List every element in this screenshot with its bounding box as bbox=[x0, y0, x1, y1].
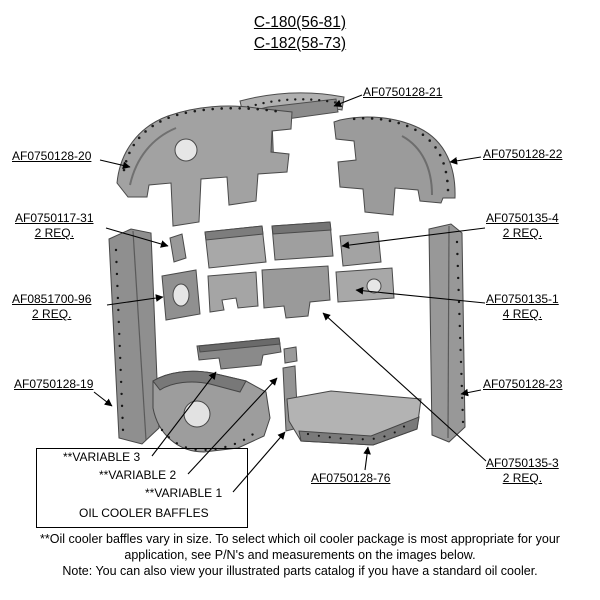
callout-af0750128-76: AF0750128-76 bbox=[311, 471, 390, 485]
part-baffle-plate-lower-right bbox=[335, 267, 395, 303]
callout-af0750128-22: AF0750128-22 bbox=[483, 147, 562, 161]
part-number-label: AF0750128-23 bbox=[483, 377, 563, 391]
quantity-required-label: 2 REQ. bbox=[34, 226, 74, 240]
part-small-clip bbox=[169, 233, 187, 263]
quantity-required-label: 4 REQ. bbox=[502, 307, 543, 321]
callout-af0750128-19: AF0750128-19 bbox=[14, 377, 93, 391]
part-number-label: AF0750128-76 bbox=[311, 471, 391, 485]
footnote-line-2: application, see P/N's and measurements … bbox=[124, 548, 476, 562]
footnote-line-1: **Oil cooler baffles vary in size. To se… bbox=[40, 532, 560, 546]
footnote-note: Note: You can also view your illustrated… bbox=[62, 564, 538, 578]
part-lower-right-panel bbox=[286, 390, 422, 446]
oil-cooler-baffles-box bbox=[36, 448, 248, 528]
diagram-title: C-180(56-81) C-182(58-73) bbox=[0, 12, 600, 54]
title-model-c182: C-182(58-73) bbox=[253, 35, 347, 52]
callout-af0750135-1: AF0750135-1 4 REQ. bbox=[486, 292, 559, 321]
callout-af0750135-4: AF0750135-4 2 REQ. bbox=[486, 211, 559, 240]
callout-af0750128-23: AF0750128-23 bbox=[483, 377, 562, 391]
quantity-required-label: 2 REQ. bbox=[502, 226, 543, 240]
part-lower-left-scoop bbox=[152, 370, 271, 453]
part-number-label: AF0750128-22 bbox=[483, 147, 563, 161]
part-right-side-rail bbox=[428, 223, 466, 443]
part-baffle-plate-upper-left bbox=[204, 225, 267, 269]
part-lower-channel bbox=[196, 337, 282, 370]
part-baffle-plate-lower-left bbox=[207, 271, 259, 313]
part-number-label: AF0750117-31 bbox=[15, 211, 94, 225]
part-small-square bbox=[283, 346, 298, 364]
variable-1-label: **VARIABLE 1 bbox=[145, 486, 223, 500]
callout-af0750128-20: AF0750128-20 bbox=[12, 149, 91, 163]
leader-lines bbox=[93, 94, 487, 493]
variable-3-label: **VARIABLE 3 bbox=[63, 450, 141, 464]
title-model-c180: C-180(56-81) bbox=[253, 14, 347, 31]
part-baffle-plate-lower-center bbox=[261, 265, 331, 319]
part-number-label: AF0750135-3 bbox=[486, 456, 559, 470]
callout-af0851700-96: AF0851700-96 2 REQ. bbox=[12, 292, 91, 321]
part-number-label: AF0750135-1 bbox=[486, 292, 559, 306]
part-number-label: AF0750135-4 bbox=[486, 211, 559, 225]
part-number-label: AF0851700-96 bbox=[12, 292, 92, 306]
part-number-label: AF0750128-21 bbox=[363, 85, 443, 99]
oil-cooler-baffles-caption: OIL COOLER BAFFLES bbox=[79, 506, 209, 520]
part-left-cowl bbox=[116, 105, 293, 227]
callout-af0750135-3: AF0750135-3 2 REQ. bbox=[486, 456, 559, 485]
part-oval-hole-bracket bbox=[161, 269, 201, 321]
variable-2-label: **VARIABLE 2 bbox=[99, 468, 177, 482]
part-right-cowl bbox=[333, 116, 456, 216]
quantity-required-label: 2 REQ. bbox=[32, 307, 72, 321]
callout-af0750117-31: AF0750117-31 2 REQ. bbox=[15, 211, 94, 240]
part-baffle-plate-upper-center bbox=[271, 221, 334, 261]
callout-af0750128-21: AF0750128-21 bbox=[363, 85, 442, 99]
part-number-label: AF0750128-19 bbox=[14, 377, 94, 391]
part-baffle-plate-upper-right bbox=[339, 231, 382, 267]
part-number-label: AF0750128-20 bbox=[12, 149, 92, 163]
footnotes: **Oil cooler baffles vary in size. To se… bbox=[0, 531, 600, 579]
part-left-side-rail bbox=[108, 228, 160, 445]
quantity-required-label: 2 REQ. bbox=[502, 471, 543, 485]
